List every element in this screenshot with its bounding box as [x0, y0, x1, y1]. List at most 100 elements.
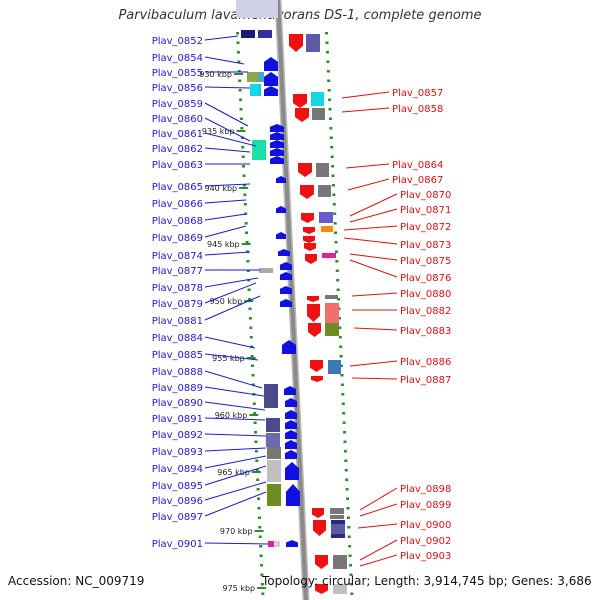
label-leader — [357, 523, 398, 529]
label-leader — [359, 554, 398, 567]
gene-label-left: Plav_0865 — [152, 182, 203, 193]
label-leader — [341, 91, 390, 99]
ruler-dot — [340, 383, 344, 386]
forward-gene-arrow — [300, 185, 314, 199]
ruler-dot — [241, 155, 245, 158]
ruler-dot — [328, 117, 332, 120]
label-leader — [349, 208, 398, 223]
reverse-gene-arrow — [282, 340, 296, 354]
cog-box — [267, 447, 281, 459]
backbone-line — [276, 0, 308, 600]
label-leader — [359, 539, 398, 561]
ruler-dot — [255, 459, 259, 462]
gene-label-left: Plav_0890 — [152, 398, 203, 409]
gene-label-right: Plav_0857 — [392, 88, 443, 99]
label-leader — [204, 102, 249, 127]
gene-label-left: Plav_0860 — [152, 114, 203, 125]
label-leader — [204, 455, 267, 469]
label-leader — [349, 360, 398, 367]
gene-label-right: Plav_0876 — [400, 273, 451, 284]
ruler-dot — [340, 364, 344, 367]
ruler-dot — [237, 70, 241, 73]
ruler-dot — [328, 108, 332, 111]
gene-label-right: Plav_0864 — [392, 160, 443, 171]
ruler-label: 970 kbp — [220, 527, 253, 536]
gene-label-right: Plav_0899 — [400, 500, 451, 511]
ruler-dot — [328, 98, 332, 101]
cog-box — [331, 524, 345, 534]
ruler-dot — [335, 269, 339, 272]
gene-label-right: Plav_0870 — [400, 190, 451, 201]
cog-box — [252, 140, 266, 160]
reverse-gene-arrow — [285, 398, 297, 407]
cog-box — [267, 484, 281, 506]
gene-label-right: Plav_0873 — [400, 240, 451, 251]
ruler-label: 975 kbp — [223, 584, 256, 593]
ruler-dot — [343, 431, 347, 434]
gene-label-right: Plav_0867 — [392, 175, 443, 186]
label-leader — [204, 491, 267, 517]
gene-label-left: Plav_0861 — [152, 129, 203, 140]
ruler-dot — [236, 51, 240, 54]
gene-label-left: Plav_0874 — [152, 251, 203, 262]
reverse-gene-arrow — [280, 262, 292, 270]
ruler-dot — [335, 260, 339, 263]
label-leader — [204, 147, 251, 153]
ruler-dot — [337, 298, 341, 301]
ruler-dot — [250, 345, 254, 348]
ruler-dot — [259, 554, 263, 557]
ruler-dot — [255, 469, 259, 472]
feature-track — [241, 30, 347, 594]
ruler-dot — [341, 393, 345, 396]
forward-gene-arrow — [312, 508, 324, 518]
ruler-dot — [343, 440, 347, 443]
ruler-dot — [253, 421, 257, 424]
gene-label-left: Plav_0878 — [152, 283, 203, 294]
gene-label-left: Plav_0852 — [152, 36, 203, 47]
cog-box — [322, 253, 336, 258]
label-leader — [359, 503, 398, 517]
gene-label-left: Plav_0877 — [152, 266, 203, 277]
forward-gene-arrow — [315, 555, 328, 569]
ruler-dot — [260, 583, 264, 586]
ruler-dot — [252, 402, 256, 405]
ruler-dot — [347, 535, 351, 538]
reverse-gene-arrow — [285, 410, 297, 419]
gene-label-right: Plav_0883 — [400, 326, 451, 337]
ruler-dot — [333, 222, 337, 225]
forward-gene-arrow — [303, 236, 315, 243]
forward-gene-arrow — [289, 34, 303, 52]
reverse-gene-arrow — [285, 430, 297, 439]
ruler-dot — [325, 51, 329, 54]
ruler-dot — [340, 374, 344, 377]
ruler-label: 935 kbp — [202, 127, 235, 136]
forward-gene-arrow — [311, 376, 323, 382]
label-leader — [204, 282, 257, 304]
cog-box — [333, 555, 347, 569]
cog-box — [250, 84, 259, 96]
gene-label-right: Plav_0871 — [400, 205, 451, 216]
ruler-dot — [331, 184, 335, 187]
cog-box — [258, 30, 272, 38]
cog-box — [330, 508, 344, 514]
ruler-dot — [239, 98, 243, 101]
ruler-dot — [350, 592, 354, 595]
forward-gene-arrow — [298, 163, 312, 177]
ruler-dot — [259, 545, 263, 548]
label-leader — [204, 86, 251, 89]
ruler-dot — [337, 317, 341, 320]
gene-label-left: Plav_0862 — [152, 144, 203, 155]
cog-box — [267, 460, 281, 482]
ruler-dot — [332, 193, 336, 196]
forward-gene-arrow — [310, 360, 323, 372]
genome-backbone — [236, 0, 310, 600]
ruler-dot — [336, 288, 340, 291]
accession-text: Accession: NC_009719 — [8, 574, 145, 588]
ruler-dot — [245, 231, 249, 234]
ruler-dot — [247, 279, 251, 282]
label-leader — [204, 225, 247, 238]
label-leader — [349, 253, 398, 261]
ruler-dot — [338, 326, 342, 329]
cog-box — [241, 30, 255, 38]
